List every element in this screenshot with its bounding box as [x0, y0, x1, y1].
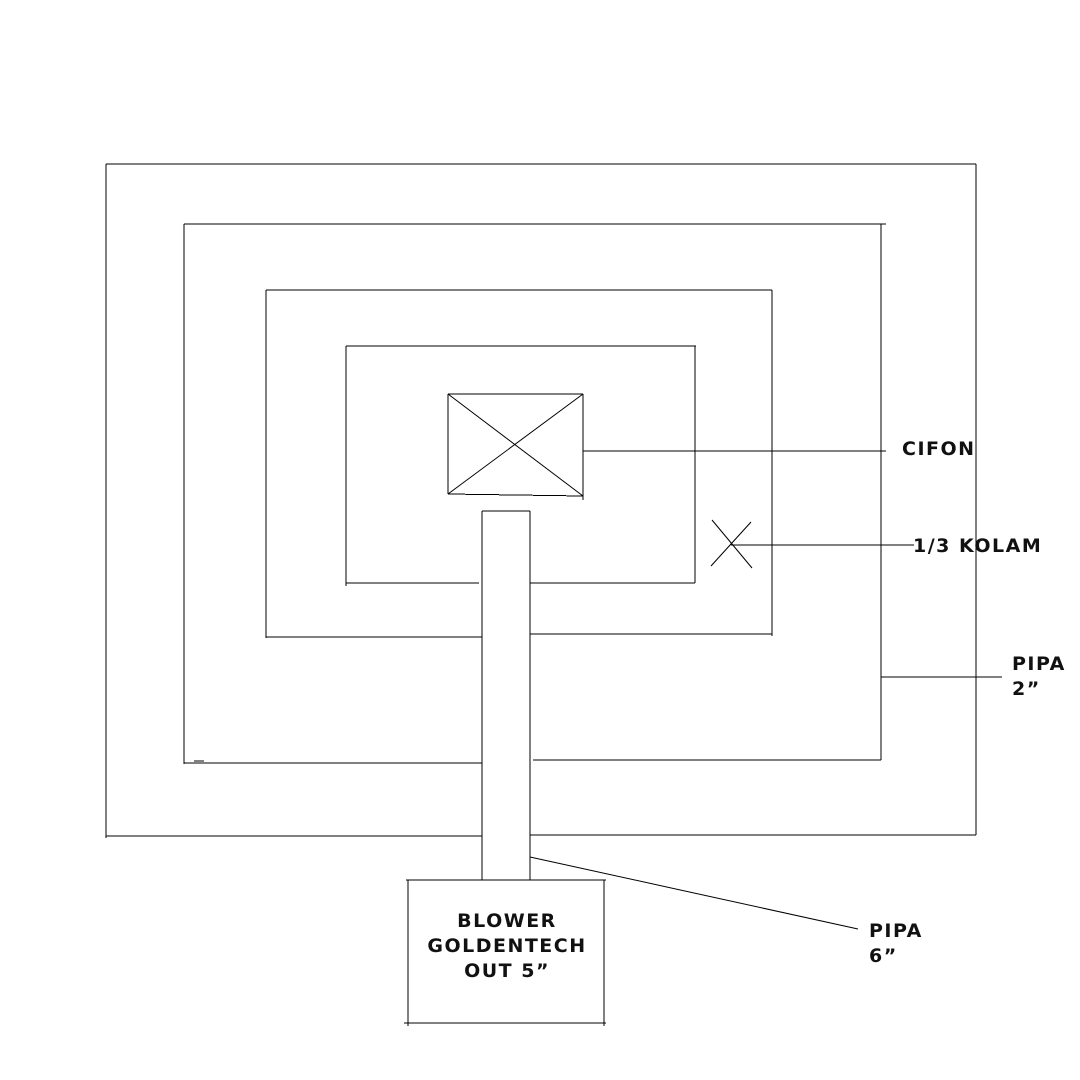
inner-pipe-loop — [345, 345, 696, 586]
third-pipe-loop — [265, 289, 773, 638]
blower-label: BLOWER GOLDENTECH OUT 5” — [427, 910, 587, 982]
pipa-6-leader — [529, 856, 859, 930]
leader-lines — [529, 450, 1002, 930]
kolam-label: 1/3 KOLAM — [913, 535, 1043, 557]
pipa-2-label: PIPA 2” — [1012, 653, 1066, 700]
outer-pipe-loop — [105, 163, 977, 838]
blower-box — [404, 879, 606, 1026]
cifon-box — [447, 393, 584, 500]
pipa-6-label: PIPA 6” — [869, 920, 923, 967]
main-pipe — [481, 510, 531, 880]
second-pipe-loop — [183, 223, 886, 764]
kolam-marker — [710, 519, 753, 569]
cifon-label: CIFON — [902, 438, 976, 460]
